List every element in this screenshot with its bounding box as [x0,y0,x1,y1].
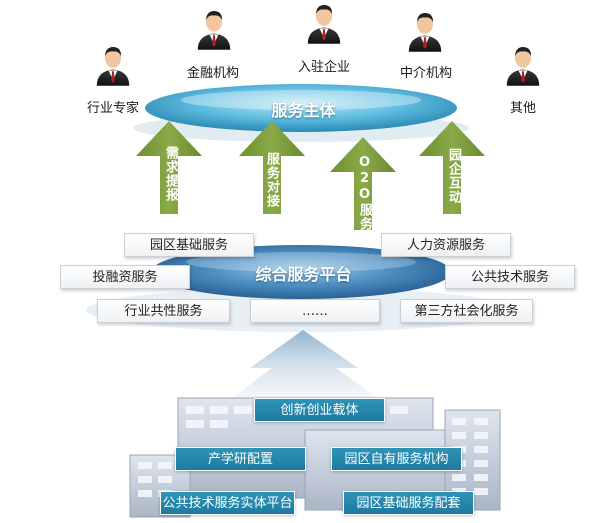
tag-third-party-service: 第三方社会化服务 [400,299,533,323]
arrow-label-o2o: O2O服务 [357,155,372,231]
tag-hr-service: 人力资源服务 [381,233,511,257]
person-label-other: 其他 [509,101,537,116]
service-subject-oval [145,84,457,132]
green-arrows [136,121,485,230]
tag-investment-service: 投融资服务 [60,265,190,289]
arrow-demand-report [136,121,202,214]
platform-oval [151,245,451,299]
person-label-expert: 行业专家 [86,101,140,116]
tag-industry-common-service: 行业共性服务 [97,299,230,323]
platform-oval-highlight [186,252,416,272]
arrow-label-demand: 需求提报 [163,146,178,202]
platform-title: 综合服务平台 [255,265,352,284]
other-person-icon [506,47,540,86]
service-subject-title: 服务主体 [271,101,336,120]
arrow-label-interaction: 园企互动 [446,148,461,204]
arrow-service-docking [239,121,305,214]
finance-person-icon [197,11,231,50]
enterprise-person-icon [307,5,341,44]
base-label-park-own-agency: 园区自有服务机构 [331,447,462,471]
base-label-public-tech-platform: 公共技术服务实体平台 [160,491,295,515]
arrow-label-docking: 服务对接 [264,152,279,208]
base-label-innovation-carrier: 创新创业载体 [254,398,385,422]
arrow-o2o-service [330,137,396,230]
tag-park-basic-service: 园区基础服务 [124,233,254,257]
person-label-enterprise: 入驻企业 [297,60,351,75]
intermediary-person-icon [408,13,442,52]
tag-public-tech-service: 公共技术服务 [445,265,575,289]
expert-person-icon [96,47,130,86]
top-oval-highlight [181,90,421,110]
base-label-park-basic-facilities: 园区基础服务配套 [343,491,474,515]
person-label-finance: 金融机构 [186,66,240,81]
base-label-industry-research: 产学研配置 [175,447,306,471]
person-label-intermediary: 中介机构 [399,66,453,81]
tag-ellipsis: …… [250,299,380,323]
arrow-park-enterprise-interaction [419,121,485,214]
